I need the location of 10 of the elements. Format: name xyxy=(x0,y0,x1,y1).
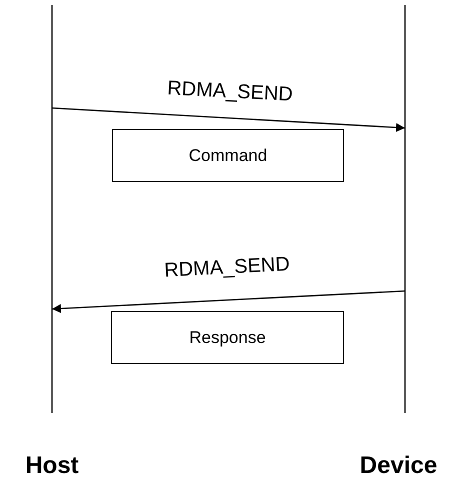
message-text: Command xyxy=(188,146,268,166)
edge-label: RDMA_SEND xyxy=(166,77,294,107)
participant-label: Device xyxy=(360,452,438,479)
message-arrow xyxy=(52,290,406,314)
participant-label: Host xyxy=(25,452,79,479)
message-box xyxy=(112,129,344,182)
message-box xyxy=(111,311,344,364)
message-text: Response xyxy=(189,328,266,348)
edge-label: RDMA_SEND xyxy=(164,253,290,283)
message-arrow xyxy=(52,107,406,132)
